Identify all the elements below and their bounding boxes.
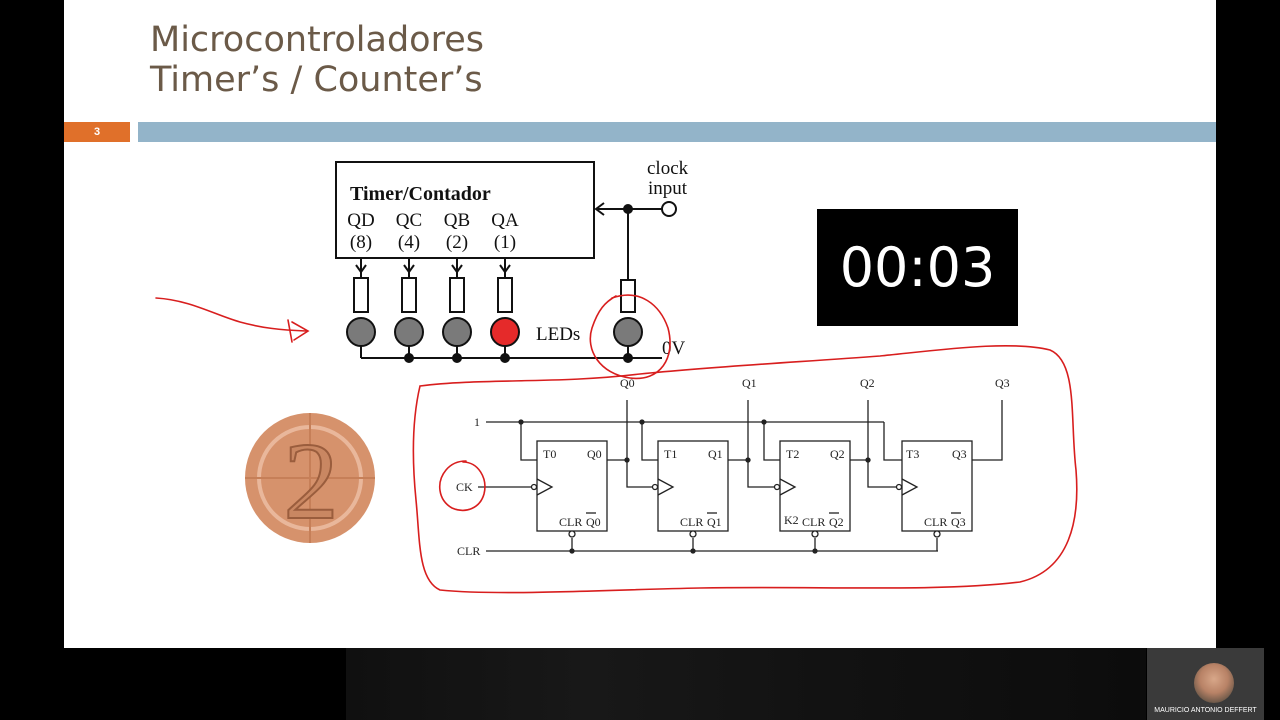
clock-arrow <box>594 202 605 216</box>
ff1-t-label: T1 <box>664 447 677 461</box>
countdown-number: 2 <box>284 420 339 542</box>
output-name-qa: QA <box>491 210 519 231</box>
leds-label: LEDs <box>536 324 580 345</box>
input-one-label: 1 <box>474 415 480 429</box>
ff2-clr-label: CLR <box>802 515 825 529</box>
resistor <box>353 277 369 313</box>
participant-name: MAURICIO ANTONIO DEFFERT <box>1154 707 1257 714</box>
ff3-q-label: Q3 <box>952 447 967 461</box>
annotation-circle-ck <box>439 460 486 512</box>
ff2-t-label: T2 <box>786 447 799 461</box>
flipflop-1 <box>657 440 729 532</box>
presentation-slide: Microcontroladores Timer’s / Counter’s 3… <box>64 0 1216 648</box>
timer-block-label: Timer/Contador <box>350 183 491 205</box>
timer-block <box>335 161 595 259</box>
ff3-clr-label: CLR <box>924 515 947 529</box>
output-label-q2: Q2 <box>860 376 875 390</box>
slide-number: 3 <box>64 122 130 142</box>
ground-label: 0V <box>662 338 686 359</box>
participant-avatar <box>1194 663 1234 703</box>
elapsed-timer: 00:03 <box>817 209 1018 326</box>
output-name-qd: QD <box>347 210 374 231</box>
red-annotations <box>155 294 1078 594</box>
output-label-q0: Q0 <box>620 376 635 390</box>
ff0-qbar-label: Q0 <box>586 515 601 529</box>
clock-input-label: CK <box>456 480 473 494</box>
ff0-clr-label: CLR <box>559 515 582 529</box>
clock-label-line-2: input <box>648 178 688 199</box>
led-qd <box>346 317 376 347</box>
output-name-qc: QC <box>396 210 422 231</box>
slide-title-line-1: Microcontroladores <box>150 20 484 60</box>
ff2-k-label: K2 <box>784 513 799 527</box>
video-thumbnail-strip <box>346 648 1146 720</box>
output-weight-qd: (8) <box>350 232 372 253</box>
resistor <box>497 277 513 313</box>
led-clock <box>613 317 643 347</box>
led-qb <box>442 317 472 347</box>
ff1-q-label: Q1 <box>708 447 723 461</box>
flipflop-2 <box>779 440 851 532</box>
flipflop-0 <box>536 440 608 532</box>
slide-title: Microcontroladores Timer’s / Counter’s <box>150 20 484 100</box>
clock-label-line-1: clock <box>647 158 689 179</box>
ff2-q-label: Q2 <box>830 447 845 461</box>
output-weight-qb: (2) <box>446 232 468 253</box>
annotation-arrow-line <box>155 297 307 332</box>
slide-title-line-2: Timer’s / Counter’s <box>150 60 483 100</box>
output-name-qb: QB <box>444 210 470 231</box>
ff0-q-label: Q0 <box>587 447 602 461</box>
output-weight-qc: (4) <box>398 232 420 253</box>
title-rule <box>138 122 1216 142</box>
led-qc <box>394 317 424 347</box>
clear-input-label: CLR <box>457 544 480 558</box>
resistor <box>449 277 465 313</box>
output-weight-qa: (1) <box>494 232 516 253</box>
ff3-qbar-label: Q3 <box>951 515 966 529</box>
annotation-circle-clock-led <box>589 294 671 380</box>
annotation-arrow-head <box>291 321 310 341</box>
led-qa <box>490 317 520 347</box>
ff0-t-label: T0 <box>543 447 556 461</box>
annotation-loop-counter <box>412 344 1078 594</box>
flipflop-3 <box>901 440 973 532</box>
clock-input-terminal <box>661 201 677 217</box>
ff3-t-label: T3 <box>906 447 919 461</box>
output-label-q3: Q3 <box>995 376 1010 390</box>
ff1-qbar-label: Q1 <box>707 515 722 529</box>
countdown-badge: 2 <box>245 413 375 543</box>
output-label-q1: Q1 <box>742 376 757 390</box>
resistor <box>401 277 417 313</box>
ff2-qbar-label: Q2 <box>829 515 844 529</box>
flipflop-counter-circuit <box>478 400 1003 554</box>
ff1-clr-label: CLR <box>680 515 703 529</box>
timer-led-circuit <box>335 161 677 363</box>
